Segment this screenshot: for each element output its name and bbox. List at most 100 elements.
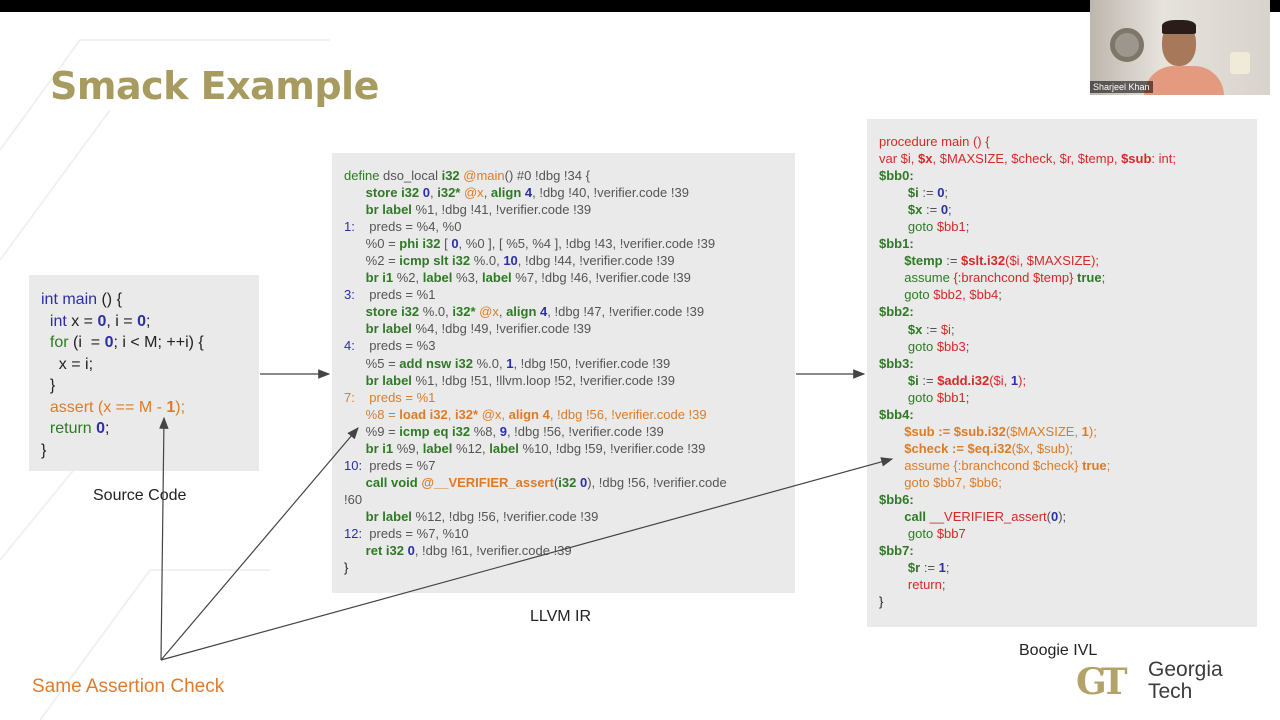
code-token: 7: preds = %1	[344, 389, 436, 405]
code-token: ), !dbg !56, !verifier.code	[587, 474, 727, 490]
code-line: 4: preds = %3	[344, 337, 795, 354]
code-token: () #0 !dbg !34 {	[504, 168, 590, 183]
code-token: align	[490, 185, 525, 201]
code-token: :=	[918, 372, 938, 388]
code-line: }	[41, 375, 259, 397]
code-token: $slt.i32	[961, 253, 1006, 269]
code-token: 0	[940, 202, 949, 218]
code-line: return 0;	[41, 418, 259, 440]
code-token: return	[907, 577, 942, 593]
code-token: %5 =	[344, 355, 400, 371]
code-token: %.0,	[422, 304, 453, 320]
code-line: 10: preds = %7	[344, 457, 795, 474]
code-token: ($x, $sub);	[1011, 440, 1074, 456]
code-line: %9 = icmp eq i32 %8, 9, !dbg !56, !verif…	[344, 423, 795, 440]
code-token: 0	[137, 312, 146, 330]
code-line: br i1 %2, label %3, label %7, !dbg !46, …	[344, 269, 795, 286]
code-token: icmp eq i32	[399, 423, 474, 439]
code-token: , !dbg !56, !verifier.code !39	[506, 423, 664, 439]
code-token: $bb0:	[879, 168, 914, 184]
code-token: $bb6:	[879, 491, 914, 507]
code-line: $x := $i;	[879, 321, 1257, 338]
code-token: ,	[501, 406, 509, 422]
code-token: [	[444, 236, 452, 252]
code-line: $check := $eq.i32($x, $sub);	[879, 440, 1257, 457]
code-line: ret i32 0, !dbg !61, !verifier.code !39	[344, 542, 795, 559]
code-token: 0	[97, 312, 107, 330]
code-token: , !dbg !50, !verifier.code !39	[513, 355, 671, 371]
code-token: store i32	[344, 304, 423, 320]
code-token: , !dbg !61, !verifier.code !39	[414, 543, 572, 559]
code-token: %8 =	[344, 406, 400, 422]
code-token: dso_local	[383, 168, 442, 183]
code-token: assume	[904, 270, 954, 286]
code-token: }	[41, 441, 47, 459]
code-token: phi i32	[399, 236, 445, 252]
code-token: %8,	[473, 423, 500, 439]
georgia-tech-logo: GT Georgia Tech	[1076, 655, 1246, 711]
code-token: main	[62, 291, 98, 308]
code-token: @main	[463, 168, 505, 183]
code-line: var $i, $x, $MAXSIZE, $check, $r, $temp,…	[879, 150, 1257, 167]
code-token: $bb7:	[879, 543, 914, 559]
logo-text-tech: Tech	[1148, 680, 1193, 703]
code-line: }	[344, 559, 795, 576]
code-token: load i32	[399, 406, 448, 422]
code-line: %0 = phi i32 [ 0, %0 ], [ %5, %4 ], !dbg…	[344, 235, 795, 252]
code-token: $bb1	[936, 219, 966, 235]
code-token: 10:	[344, 457, 370, 473]
boogie-ivl-label: Boogie IVL	[1019, 642, 1098, 659]
code-token: define	[344, 168, 384, 183]
code-token: $bb7	[936, 526, 966, 542]
code-line: $bb0:	[879, 167, 1257, 184]
code-token: procedure main () {	[879, 134, 990, 149]
code-line: x = i;	[41, 354, 259, 376]
code-line: %2 = icmp slt i32 %.0, 10, !dbg !44, !ve…	[344, 252, 795, 269]
code-token: :=	[920, 560, 939, 576]
code-token: ;	[941, 577, 946, 593]
code-token: $check :=	[879, 440, 968, 456]
code-token: ($i,	[989, 372, 1011, 388]
code-token: %9 =	[344, 423, 400, 439]
code-token: %9,	[396, 440, 423, 456]
code-token: 0	[96, 420, 106, 437]
code-token: br i1	[344, 270, 397, 286]
code-token: int	[41, 312, 72, 330]
code-token: i32	[441, 168, 464, 183]
code-line: br label %12, !dbg !56, !verifier.code !…	[344, 508, 795, 525]
code-token: label	[482, 270, 516, 286]
code-token: i32*	[437, 185, 464, 201]
code-line: $r := 1;	[879, 559, 1257, 576]
code-token: assert (x == M -	[41, 398, 167, 416]
code-token: label	[422, 270, 457, 286]
code-token: 4	[540, 304, 548, 320]
code-token: $x	[918, 151, 933, 167]
code-token: goto	[907, 219, 937, 235]
code-token: %.0,	[473, 253, 504, 269]
code-line: call __VERIFIER_assert(0);	[879, 508, 1257, 525]
code-token: ;	[998, 287, 1002, 303]
code-token: $sub.i32	[953, 423, 1006, 439]
code-token: @x	[463, 185, 484, 201]
code-token: $add.i32	[937, 372, 990, 388]
code-token: }	[344, 560, 349, 576]
code-token: :=	[922, 321, 941, 337]
code-token: ;	[105, 420, 110, 437]
code-token: @x	[479, 304, 499, 320]
source-code-box: int main () { int x = 0, i = 0; for (i =…	[29, 275, 259, 471]
code-line: assert (x == M - 1);	[41, 397, 259, 419]
webcam-video[interactable]: Sharjeel Khan	[1090, 0, 1270, 95]
arrow-to-boogie-assert	[160, 457, 894, 661]
code-token: 12:	[344, 525, 370, 541]
code-token: $eq.i32	[967, 440, 1012, 456]
code-token: i32*	[454, 406, 482, 422]
code-token: true	[1077, 270, 1102, 286]
code-token: icmp slt i32	[399, 253, 474, 269]
code-token: %1, !dbg !51, !llvm.loop !52, !verifier.…	[415, 372, 675, 388]
code-token: call	[904, 509, 930, 525]
presenter-hair	[1162, 20, 1196, 34]
logo-text-georgia: Georgia	[1148, 658, 1223, 681]
code-token: br label	[344, 372, 416, 388]
code-token: );	[175, 398, 186, 416]
code-token: , !dbg !47, !verifier.code !39	[547, 304, 705, 320]
